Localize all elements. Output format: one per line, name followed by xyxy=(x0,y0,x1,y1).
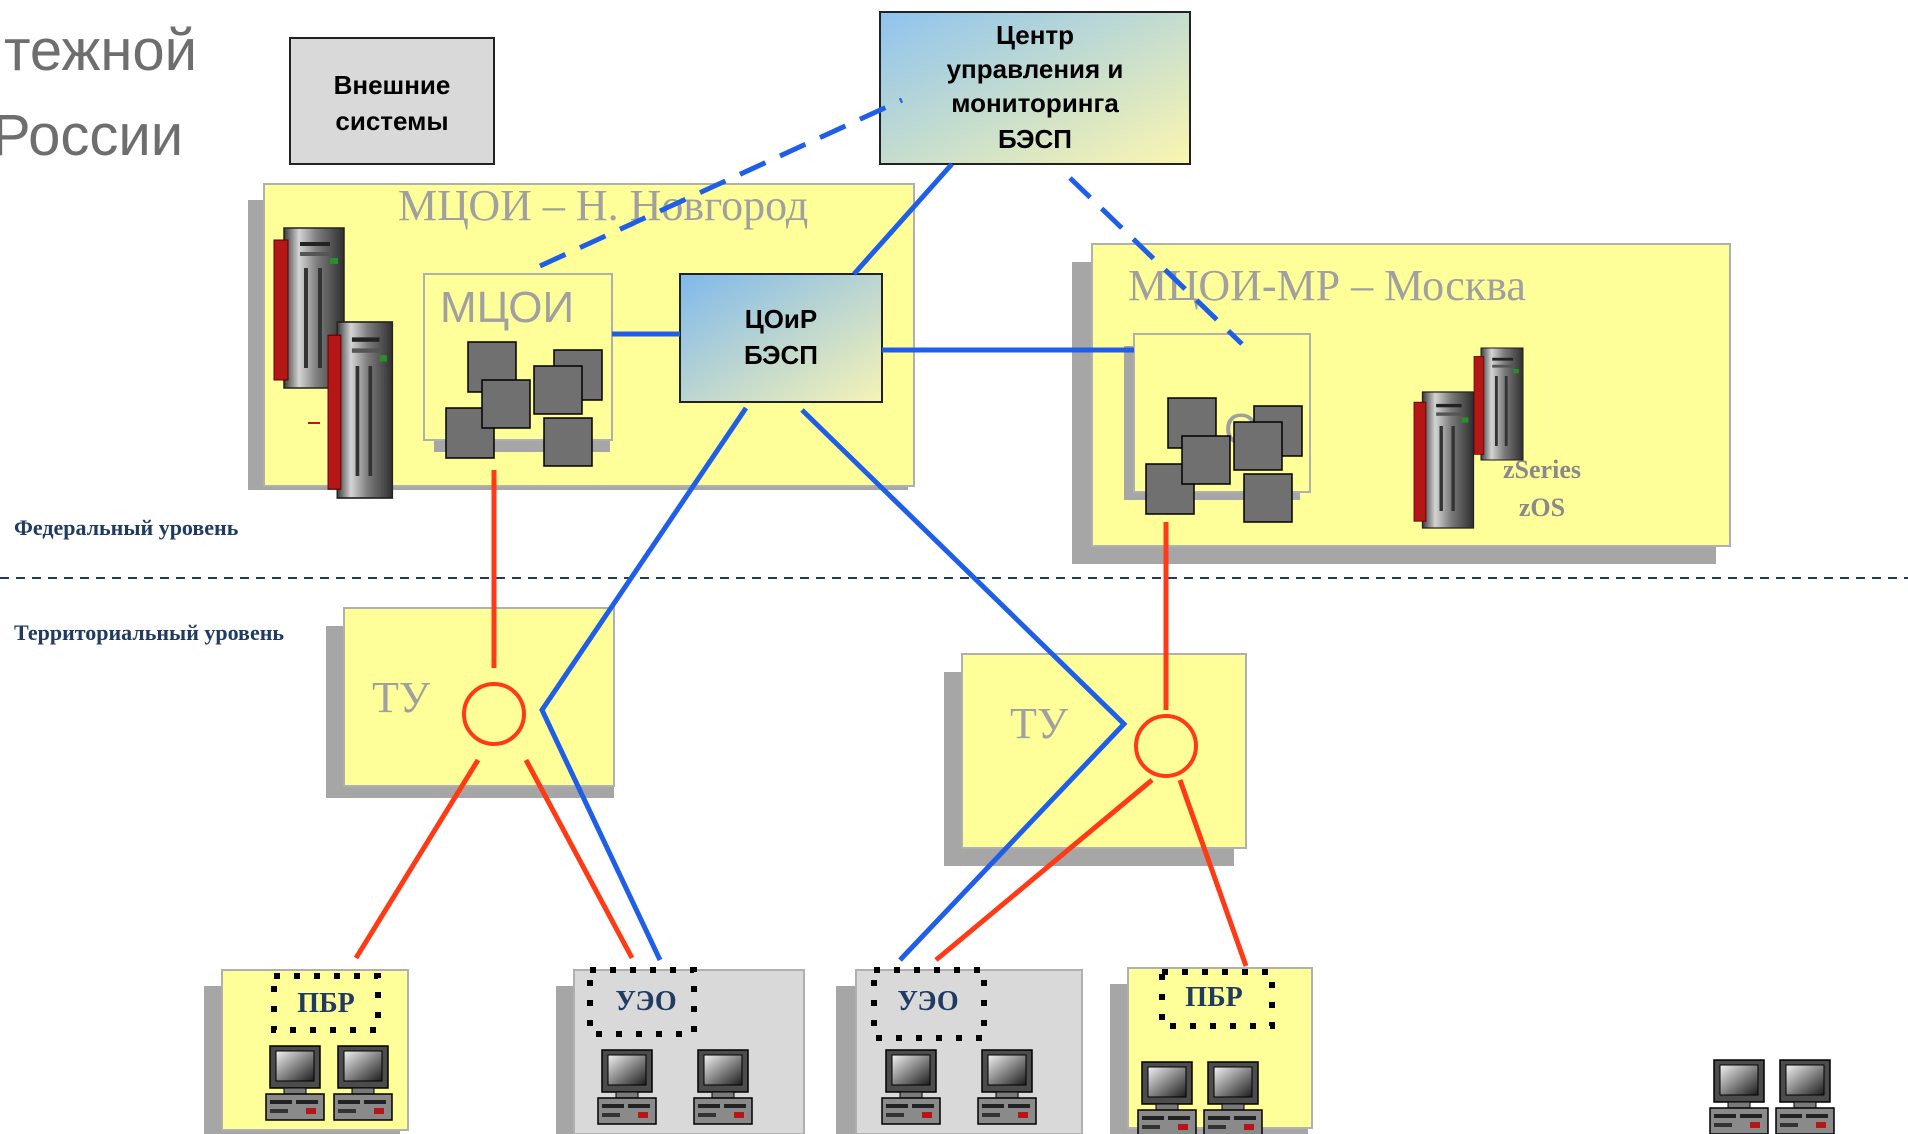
monitoring-center-line-4: БЭСП xyxy=(998,124,1072,154)
coir-box xyxy=(679,273,883,403)
monitoring-center-line-1: Центр xyxy=(996,20,1074,50)
monitoring-moscow-dashed-link xyxy=(1068,176,1244,346)
pbr-right-label: ПБР xyxy=(1185,982,1242,1013)
zseries-server-1-icon xyxy=(1413,391,1475,529)
ueo-right-box xyxy=(836,967,1083,1134)
tu-left-label: ТУ xyxy=(372,673,431,722)
pbr-left-pc-1-icon xyxy=(265,1045,325,1121)
ueo-right-pc-1-icon xyxy=(881,1049,941,1125)
coir-line-2: БЭСП xyxy=(744,340,818,370)
nn-center-label: МЦОИ – Н. Новгород xyxy=(398,181,808,230)
pbr-left-label: ПБР xyxy=(297,988,354,1019)
monitoring-coir-link xyxy=(852,162,954,276)
zseries-server-2-icon xyxy=(1473,347,1524,461)
coir-ueo-left-link xyxy=(539,406,749,962)
monitoring-center-line-2: управления и xyxy=(947,54,1124,84)
tu-right-pbr-link xyxy=(1177,779,1249,967)
mcoi-monitoring-dashed-link xyxy=(538,97,904,269)
external-systems-box xyxy=(289,37,495,165)
ueo-right-label: УЭО xyxy=(897,986,958,1017)
territorial-level-label: Территориальный уровень xyxy=(14,620,284,645)
ueo-left-pc-1-icon xyxy=(597,1049,657,1125)
tu-right-label: ТУ xyxy=(1010,699,1069,748)
coir-ueo-right-link xyxy=(800,408,1128,962)
coir-line-1: ЦОиР xyxy=(745,304,818,334)
mcoi-inner-label: МЦОИ xyxy=(440,283,574,332)
pbr-left-pc-2-icon xyxy=(333,1045,393,1121)
ueo-left-pc-2-icon xyxy=(693,1049,753,1125)
monitoring-center-box xyxy=(879,11,1191,165)
pbr-right-pc-1-icon xyxy=(1137,1061,1197,1134)
moscow-center-label: МЦОИ-МР – Москва xyxy=(1128,261,1526,310)
tu-right-hub-icon xyxy=(1134,714,1198,778)
ueo-left-box xyxy=(556,967,805,1134)
title-fragment: тежной России xyxy=(0,18,197,168)
red-links xyxy=(353,470,1249,967)
extra-pc-1-icon xyxy=(1709,1059,1769,1134)
monitoring-center-line-3: мониторинга xyxy=(951,88,1119,118)
ueo-left-label: УЭО xyxy=(615,986,676,1017)
tu-right-ueo-link xyxy=(934,778,1154,962)
ueo-right-pc-2-icon xyxy=(977,1049,1037,1125)
blue-dashed-links xyxy=(538,97,1244,346)
nn-server-2-icon xyxy=(327,321,394,499)
extra-pc-2-icon xyxy=(1775,1059,1835,1134)
tu-left-ueo-link xyxy=(523,758,635,960)
zos-label: zOS xyxy=(1519,493,1565,522)
external-systems-line-1: Внешние xyxy=(334,70,451,100)
external-systems-line-2: системы xyxy=(335,106,448,136)
blue-links xyxy=(539,162,1134,962)
tu-left-pbr-link xyxy=(353,758,481,960)
title-line-2: России xyxy=(0,103,183,168)
tu-left-hub-icon xyxy=(462,682,526,746)
zseries-label: zSeries xyxy=(1503,455,1581,484)
title-line-1: тежной xyxy=(4,18,197,83)
federal-level-label: Федеральный уровень xyxy=(14,515,239,540)
pbr-right-pc-2-icon xyxy=(1203,1061,1263,1134)
